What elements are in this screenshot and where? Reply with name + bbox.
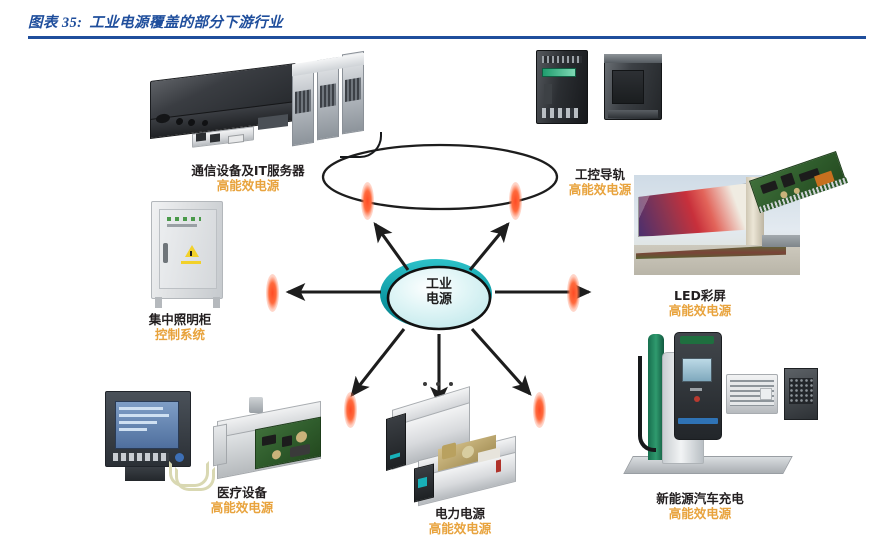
label-sub: 高能效电源 [428, 520, 492, 536]
title-divider [28, 36, 866, 39]
label-main: 集中照明柜 [148, 312, 212, 327]
label-main: LED彩屏 [674, 288, 726, 303]
label-sub: 高能效电源 [210, 499, 274, 515]
arrow-to-medical [350, 328, 406, 397]
photo-telecom-it-server [140, 50, 382, 159]
glow-marker-lighting [266, 274, 279, 312]
label-power-supply: 电力电源 高能效电源 [365, 506, 555, 537]
glow-marker-led [567, 274, 580, 312]
label-led-display: LED彩屏 高能效电源 [620, 288, 780, 319]
glow-marker-ev [533, 392, 546, 428]
glow-marker-medical [344, 392, 357, 428]
label-main: 电力电源 [434, 506, 485, 521]
arrow-to-ev [470, 327, 532, 396]
figure-title: 图表 35: 工业电源覆盖的部分下游行业 [28, 10, 868, 32]
photo-industrial-din-rail [530, 44, 670, 132]
label-main: 工控导轨 [574, 167, 625, 182]
label-sub: 高能效电源 [668, 302, 732, 318]
dot [423, 382, 427, 386]
photo-medical-device [95, 385, 330, 500]
photo-power-supply [378, 386, 543, 507]
hub-label: 工业 电源 [399, 277, 479, 307]
glow-marker-telecom [361, 182, 374, 220]
arrow-to-telecom [373, 221, 410, 271]
label-main: 通信设备及IT服务器 [191, 163, 305, 178]
label-main: 新能源汽车充电 [656, 491, 744, 506]
label-sub: 高能效电源 [568, 181, 632, 197]
dot [436, 382, 440, 386]
hub-label-line1: 工业 [425, 277, 452, 292]
glow-marker-dinrail [509, 182, 522, 220]
label-main: 医疗设备 [216, 485, 267, 500]
label-ev-charging: 新能源汽车充电 高能效电源 [605, 491, 795, 522]
dot [449, 382, 453, 386]
label-industrial-din-rail: 工控导轨 高能效电源 [525, 167, 675, 198]
label-sub: 控制系统 [154, 326, 205, 342]
ellipsis-dots [423, 382, 453, 386]
page-title: 工业电源覆盖的部分下游行业 [89, 14, 284, 31]
label-telecom-it-server: 通信设备及IT服务器 高能效电源 [118, 163, 378, 194]
label-sub: 高能效电源 [668, 505, 732, 521]
label-sub: 高能效电源 [216, 177, 280, 193]
label-medical-device: 医疗设备 高能效电源 [142, 485, 342, 516]
figure-number: 图表 35: [28, 14, 83, 31]
photo-lighting-cabinet [133, 197, 245, 317]
hub-label-line2: 电源 [425, 291, 452, 307]
photo-ev-charging [620, 330, 818, 490]
label-lighting-cabinet: 集中照明柜 控制系统 [100, 312, 260, 343]
photo-led-display [634, 150, 848, 287]
diagram-canvas: 工业 电源 [0, 42, 887, 545]
arrow-to-din-rail [468, 222, 510, 271]
